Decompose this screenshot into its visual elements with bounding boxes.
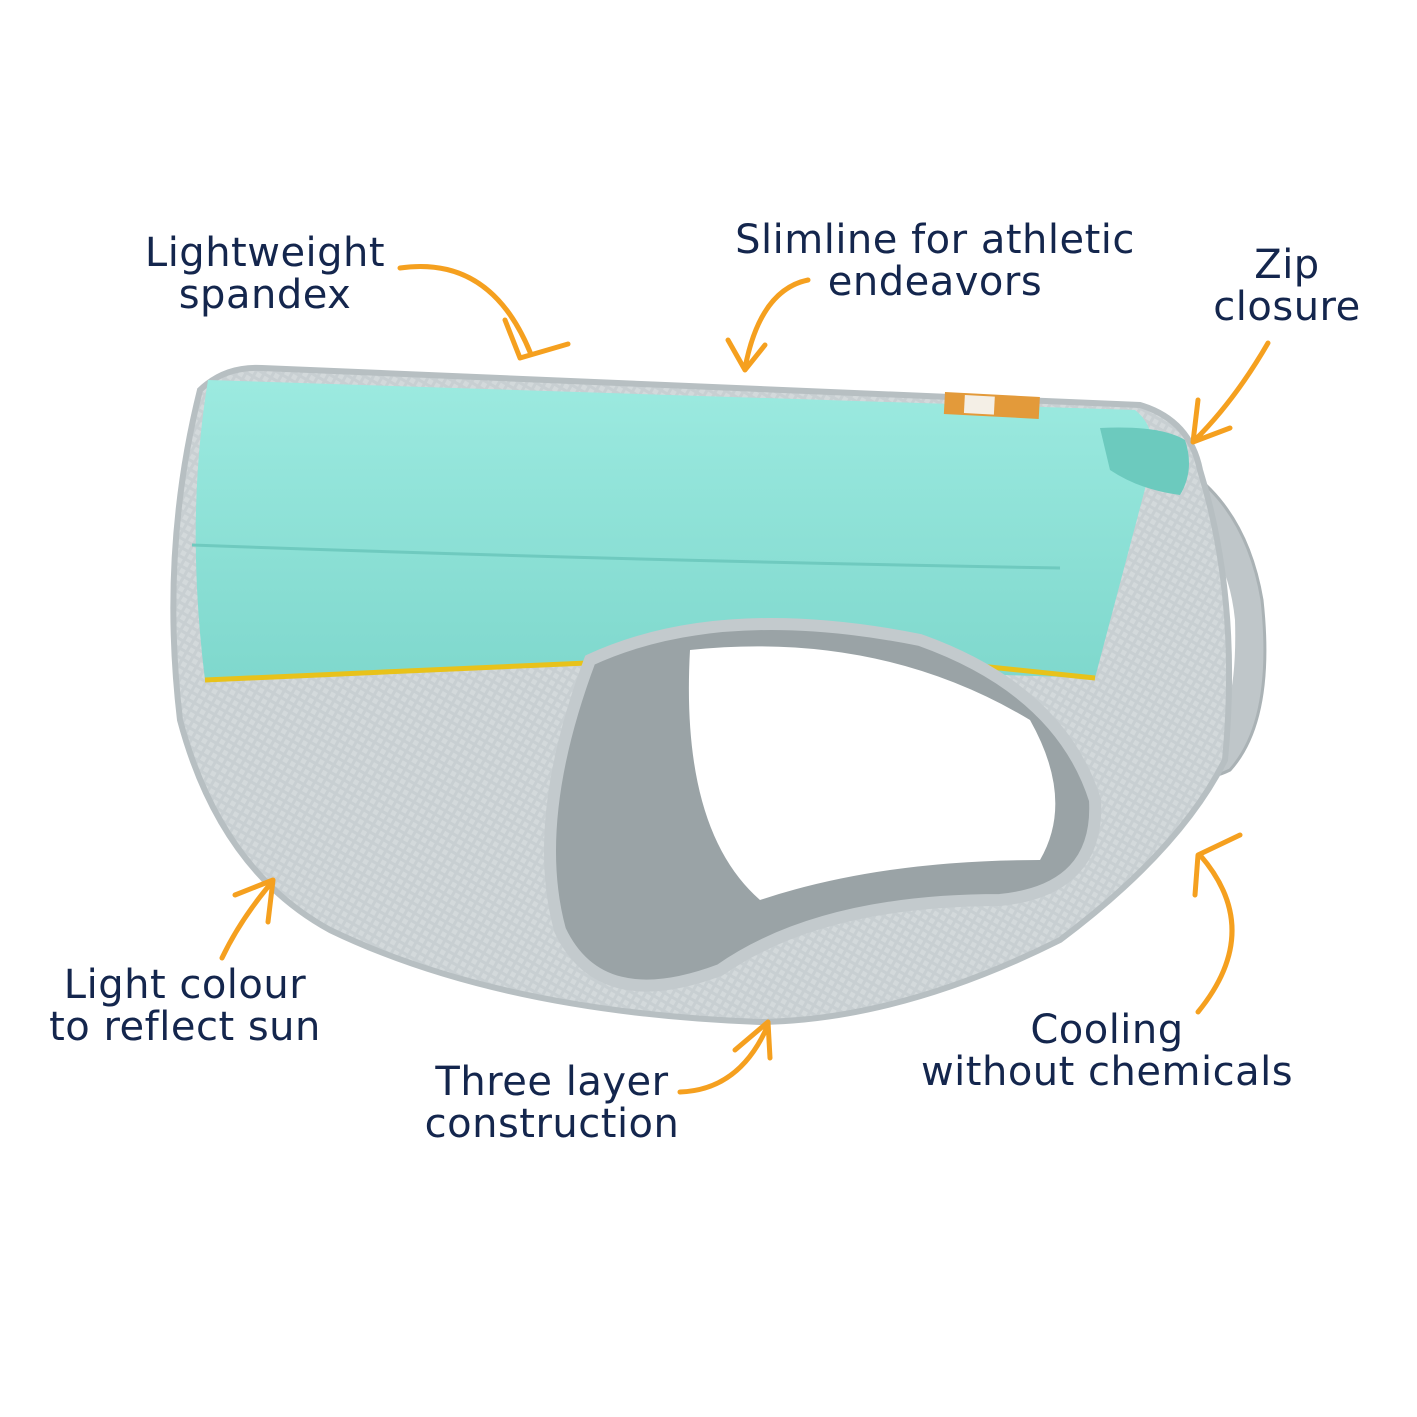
callout-light-colour: Light colour to reflect sun [49, 964, 321, 1048]
callout-line: spandex [178, 272, 352, 318]
callout-line: Cooling [1030, 1007, 1184, 1053]
callout-line: Light colour [63, 962, 307, 1008]
callout-three-layer: Three layer construction [425, 1061, 680, 1145]
callout-line: closure [1213, 284, 1361, 330]
arrow-cooling [1192, 832, 1243, 1015]
arrow-zip [1190, 340, 1271, 445]
callout-line: Zip [1254, 242, 1320, 288]
callout-slimline: Slimline for athletic endeavors [735, 219, 1135, 303]
arrow-light-colour [219, 877, 276, 961]
leg-opening [688, 646, 1056, 900]
arrow-slimline [725, 277, 811, 373]
reflective-piping [204, 659, 611, 683]
callout-cooling: Cooling without chemicals [921, 1009, 1293, 1093]
callout-line: endeavors [827, 259, 1043, 305]
callout-line: construction [424, 1101, 680, 1147]
seam [191, 543, 1061, 570]
arrow-lightweight [397, 264, 571, 361]
arrow-three-layer [677, 1019, 773, 1095]
zip-flap [1100, 427, 1189, 495]
callout-line: Lightweight [144, 230, 386, 276]
callout-line: Slimline for athletic [735, 217, 1135, 263]
callout-line: to reflect sun [49, 1004, 321, 1050]
callout-zip-closure: Zip closure [1213, 244, 1360, 328]
callout-lightweight-spandex: Lightweight spandex [145, 232, 385, 316]
callout-line: without chemicals [920, 1049, 1294, 1095]
brand-tag [943, 392, 1040, 419]
callout-line: Three layer [435, 1059, 669, 1105]
spandex-panel [195, 380, 1153, 680]
